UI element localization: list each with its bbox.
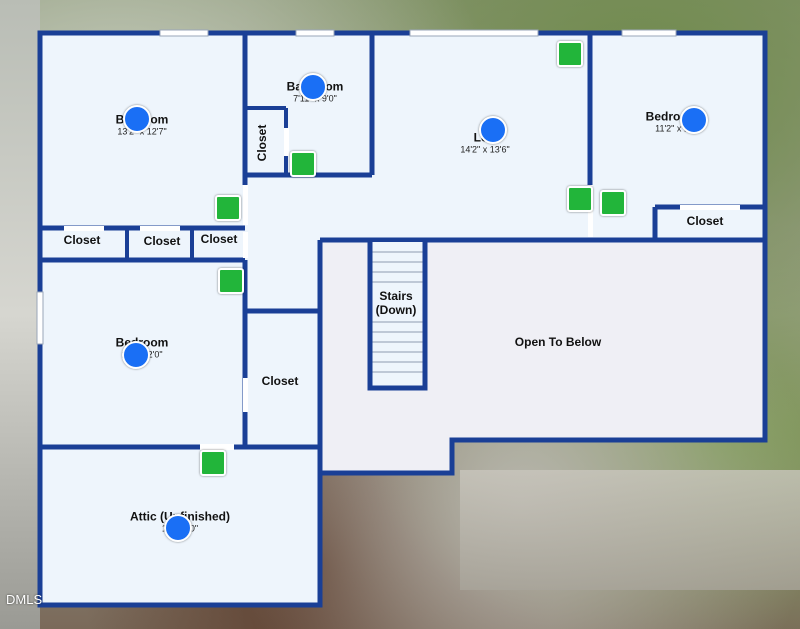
door-gap-9 [680, 205, 740, 210]
window-top-1 [159, 29, 209, 37]
watermark: DMLS [6, 592, 43, 607]
window-left [36, 291, 44, 345]
open-to-below-area [320, 240, 765, 473]
background-house [460, 470, 800, 590]
stairs-wall [367, 242, 428, 391]
closet-label-2: Closet [143, 234, 181, 248]
photo-marker-2[interactable] [290, 151, 316, 177]
door-gap-2 [243, 232, 248, 258]
room-pin-bathroom[interactable] [299, 73, 327, 101]
closet-label-4: Closet [255, 124, 269, 162]
photo-marker-4[interactable] [567, 186, 593, 212]
door-gap-5 [284, 128, 289, 156]
door-gap-3 [243, 378, 248, 412]
room-pin-bedroom-tr[interactable] [680, 106, 708, 134]
door-gap-7 [64, 226, 104, 231]
photo-marker-5[interactable] [600, 190, 626, 216]
stair-treads [372, 251, 423, 373]
window-top-4 [621, 29, 677, 37]
stairs-area [370, 242, 425, 388]
door-gap-1 [243, 185, 248, 225]
closet-label-6: Closet [261, 374, 299, 388]
room-dims-loft: 14'2" x 13'6" [460, 144, 510, 155]
outer-wall [37, 30, 768, 608]
photo-marker-3[interactable] [215, 195, 241, 221]
closet-label-3: Closet [200, 232, 238, 246]
closet-label-5: Closet [686, 214, 724, 228]
room-pin-bedroom-tl[interactable] [123, 105, 151, 133]
room-dims-bedroom-tr: 11'2" x 1 [655, 123, 689, 134]
room-pin-loft[interactable] [479, 116, 507, 144]
photo-marker-7[interactable] [200, 450, 226, 476]
closet-label-1: Closet [63, 233, 101, 247]
room-label-stairs: Stairs (Down) [375, 289, 417, 317]
window-top-3 [409, 29, 539, 37]
photo-marker-1[interactable] [557, 41, 583, 67]
door-gap-8 [140, 226, 180, 231]
room-label-open-below: Open To Below [514, 335, 602, 349]
photo-marker-6[interactable] [218, 268, 244, 294]
door-gap-6 [200, 444, 234, 450]
window-top-2 [295, 29, 335, 37]
room-pin-attic[interactable] [164, 514, 192, 542]
background-left-strip [0, 0, 40, 629]
room-sub-stairs: (Down) [375, 303, 417, 317]
room-pin-bedroom-ml[interactable] [122, 341, 150, 369]
